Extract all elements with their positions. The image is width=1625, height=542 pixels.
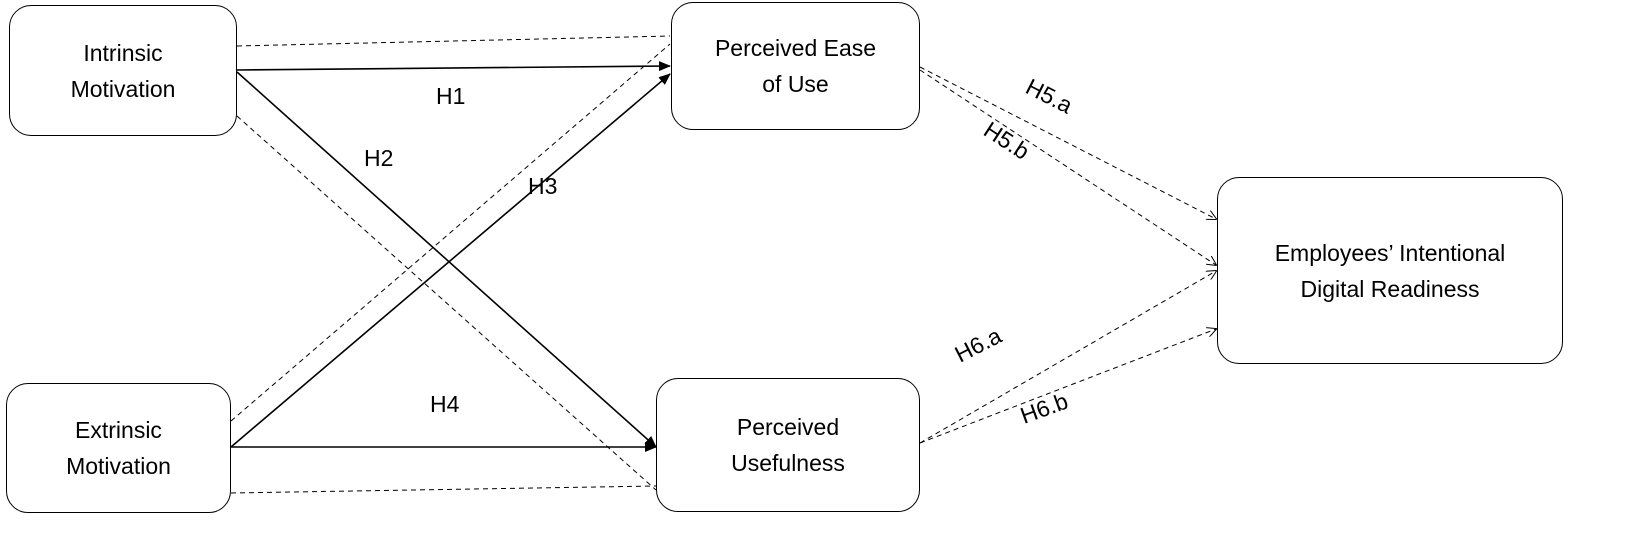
node-perceived-ease-of-use: Perceived Ease of Use	[671, 2, 920, 130]
label-h5a: H5.a	[1022, 73, 1077, 118]
arrow-h5a	[919, 66, 1216, 219]
arrow-h2	[236, 71, 657, 448]
node-extrinsic-motivation: Extrinsic Motivation	[6, 383, 231, 513]
node-digital-readiness: Employees’ Intentional Digital Readiness	[1217, 177, 1563, 364]
label-h5b: H5.b	[979, 116, 1034, 164]
node-perceived-usefulness: Perceived Usefulness	[656, 378, 920, 512]
arrow-h3	[230, 73, 671, 448]
label-h4: H4	[430, 391, 460, 417]
label-h3: H3	[528, 173, 557, 199]
dashed-extrinsic-peou	[230, 43, 671, 422]
label-h6a: H6.a	[950, 322, 1005, 367]
dashed-intrinsic-peou	[236, 35, 671, 47]
label-h6b: H6.b	[1017, 388, 1072, 429]
node-intrinsic-motivation: Intrinsic Motivation	[9, 5, 237, 136]
arrow-h6b	[919, 329, 1216, 444]
label-h1: H1	[436, 83, 465, 109]
label-h2: H2	[364, 145, 393, 171]
dashed-extrinsic-pu	[230, 485, 657, 494]
dashed-intrinsic-pu	[236, 115, 657, 491]
arrow-h1	[236, 61, 671, 72]
arrow-h6a	[919, 271, 1216, 444]
